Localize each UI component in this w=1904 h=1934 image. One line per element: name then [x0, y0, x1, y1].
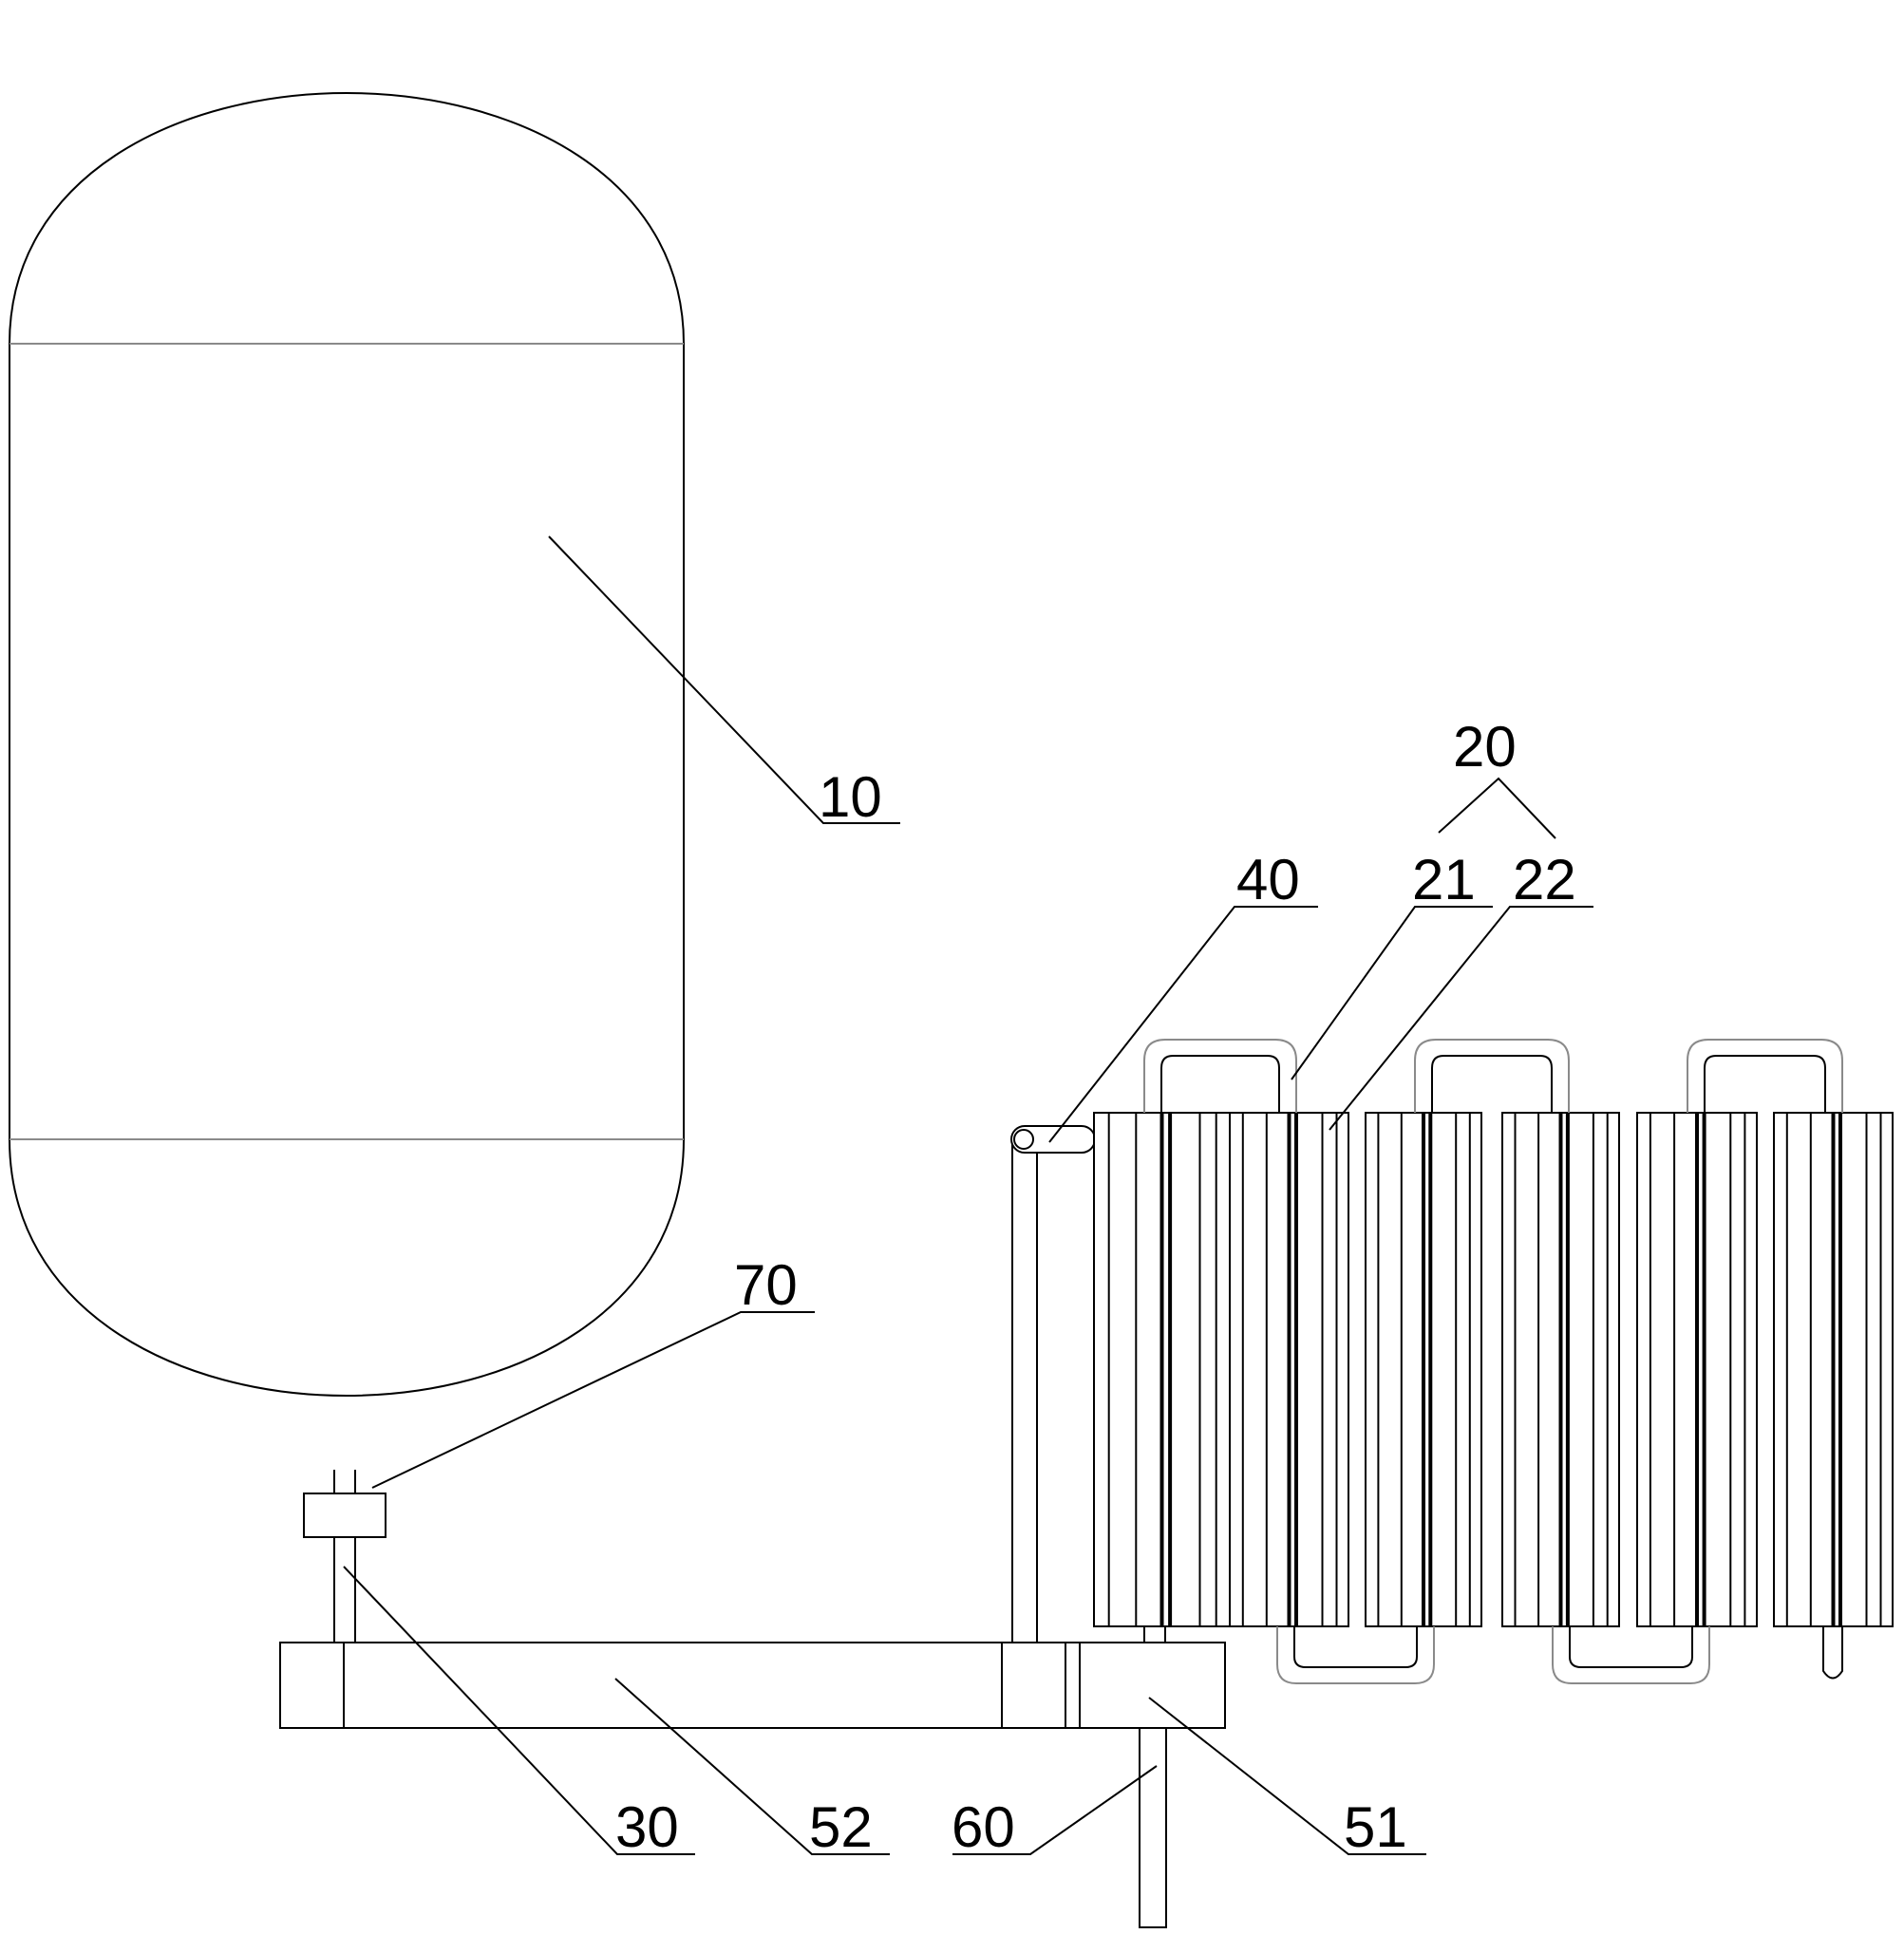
end-cap-stub	[1823, 1626, 1842, 1679]
valve-70	[304, 1493, 386, 1537]
top-u-bend	[1687, 1040, 1842, 1113]
top-u-bend	[1144, 1040, 1296, 1113]
label-40: 40	[1236, 848, 1300, 911]
label-51: 51	[1344, 1795, 1407, 1859]
label-21: 21	[1412, 848, 1476, 911]
bottom-u-bend-inner	[1294, 1626, 1417, 1667]
tank	[9, 93, 684, 1396]
bottom-u-bend	[1553, 1626, 1709, 1683]
heater-modules	[1094, 1040, 1893, 1683]
top-u-bend-inner	[1705, 1056, 1825, 1113]
label-52: 52	[809, 1795, 873, 1859]
label-22: 22	[1513, 848, 1576, 911]
outlet-pipe	[1140, 1728, 1166, 1927]
heater-inlet-stub	[1144, 1626, 1165, 1643]
label-20: 20	[1453, 715, 1517, 779]
label-10: 10	[819, 765, 882, 829]
bottom-u-bend	[1277, 1626, 1434, 1683]
label-30: 30	[615, 1795, 679, 1859]
manifold	[280, 1643, 1225, 1728]
bottom-u-bend-inner	[1570, 1626, 1692, 1667]
label-60: 60	[952, 1795, 1015, 1859]
riser-pipe	[1012, 1139, 1037, 1643]
top-u-bend	[1415, 1040, 1569, 1113]
label-70: 70	[734, 1253, 798, 1317]
top-u-bend-inner	[1161, 1056, 1279, 1113]
valve-40	[1011, 1126, 1095, 1153]
top-u-bend-inner	[1432, 1056, 1552, 1113]
